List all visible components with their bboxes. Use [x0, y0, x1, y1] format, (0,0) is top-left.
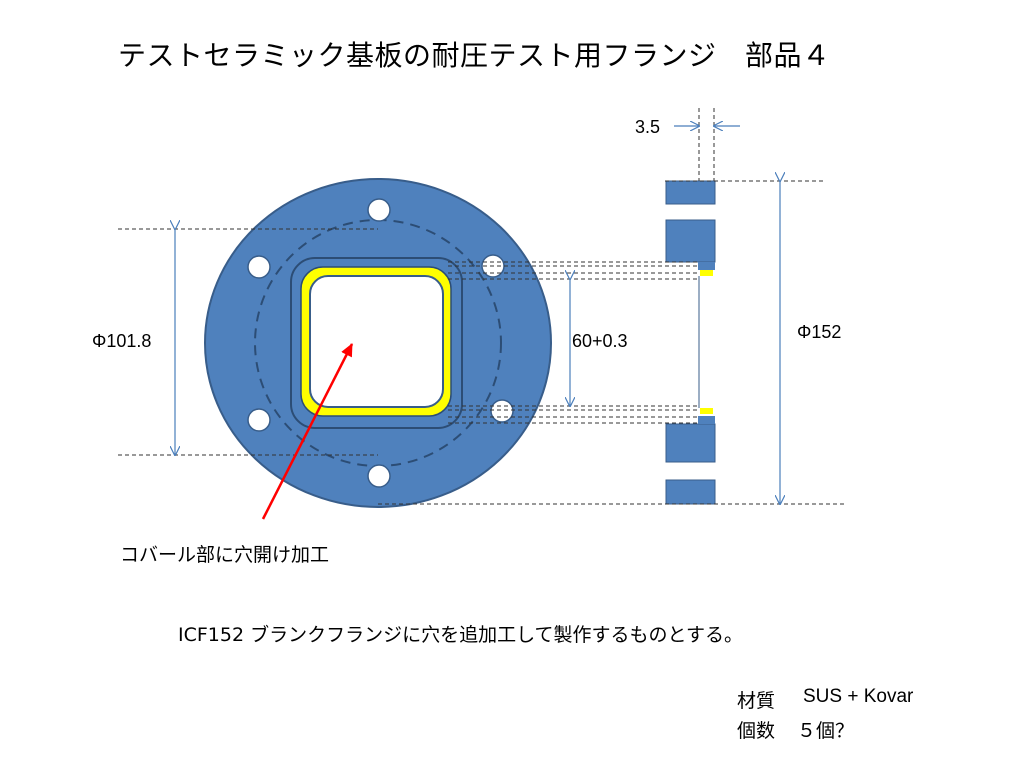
manufacturing-note: ICF152 ブランクフランジに穴を追加工して製作するものとする。 [178, 624, 743, 646]
thickness-label: 3.5 [635, 117, 661, 137]
material-label: 材質 [737, 690, 776, 712]
side-section [665, 219, 716, 263]
callout-arrow [261, 343, 354, 520]
count-value: ５個？ [797, 720, 855, 742]
count-label: 個数 [737, 720, 776, 742]
bolt-hole [490, 399, 514, 423]
side-section [665, 423, 716, 463]
front-view [204, 178, 552, 508]
dimension-lines [175, 126, 780, 504]
kovar-side [700, 408, 713, 414]
bolt-hole [247, 408, 271, 432]
window-size-label: 60+0.3 [572, 331, 628, 351]
kovar-side [700, 270, 713, 276]
side-section [665, 479, 716, 505]
side-step [698, 416, 715, 424]
page-title: テストセラミック基板の耐圧テスト用フランジ 部品４ [118, 39, 831, 72]
window-opening [309, 275, 444, 408]
outer-diameter-label: Φ152 [797, 322, 842, 342]
callout-text: コバール部に穴開け加工 [120, 544, 330, 566]
bolt-hole [367, 198, 391, 222]
bolt-hole [367, 464, 391, 488]
side-step [698, 262, 715, 270]
bolt-hole [247, 255, 271, 279]
side-section [665, 180, 716, 205]
kovar-outline [290, 257, 463, 429]
side-view [665, 180, 716, 505]
bolt-circle-label: Φ101.8 [92, 331, 152, 351]
material-value: SUS + Kovar [803, 686, 914, 707]
